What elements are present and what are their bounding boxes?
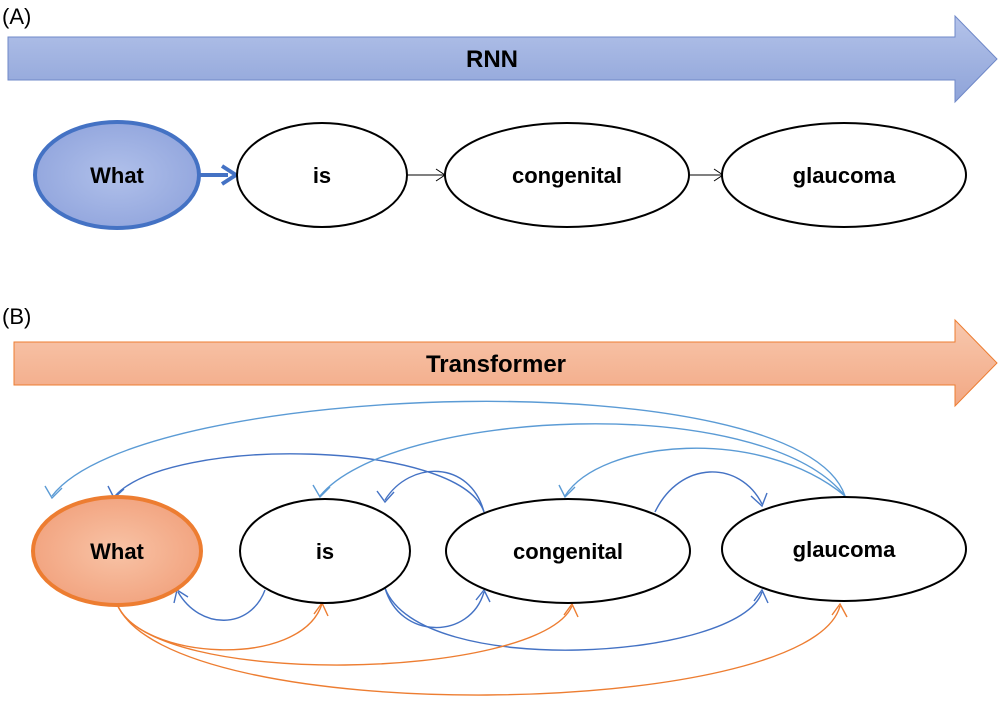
rnn-banner-title: RNN [466,46,518,73]
transformer-node-glaucoma: glaucoma [721,496,967,602]
attention-arc-glaucoma-is [319,423,846,497]
attention-arc-is-congenital [384,587,485,629]
rnn-node-congenital: congenital [444,122,690,228]
rnn-node-is-label: is [313,163,331,188]
transformer-node-is-label: is [316,539,334,564]
rnn-node-what: What [33,120,201,230]
attention-arc-congenital-what [114,453,485,513]
panel-b-label: (B) [2,304,31,329]
attention-arc-glaucoma-what [51,400,846,497]
transformer-banner-title: Transformer [426,351,566,378]
rnn-node-congenital-label: congenital [512,163,622,188]
rnn-node-glaucoma: glaucoma [721,122,967,228]
attention-arc-congenital-glaucoma [654,471,763,513]
attention-arcs-bottom [116,587,848,696]
transformer-node-glaucoma-label: glaucoma [793,537,896,562]
attention-arc-what-is [116,603,323,651]
transformer-node-what: What [31,495,203,607]
transformer-node-what-label: What [90,539,144,564]
transformer-banner-arrow: Transformer [13,318,998,408]
panel-a-label: (A) [2,4,31,29]
transformer-node-congenital: congenital [445,498,691,604]
attention-arcs-top [44,400,846,513]
attention-arc-is-what [177,589,266,621]
rnn-node-glaucoma-label: glaucoma [793,163,896,188]
attention-arc-glaucoma-congenital [564,447,846,497]
transformer-node-congenital-label: congenital [513,539,623,564]
rnn-banner-arrow: RNN [7,14,998,104]
attention-arc-congenital-is [384,470,485,513]
attention-arc-what-congenital [116,603,573,666]
transformer-node-is: is [239,498,411,604]
rnn-node-is: is [236,122,408,228]
attention-arc-what-glaucoma [116,603,841,696]
attention-arc-is-glaucoma [384,587,763,651]
rnn-node-what-label: What [90,163,144,188]
